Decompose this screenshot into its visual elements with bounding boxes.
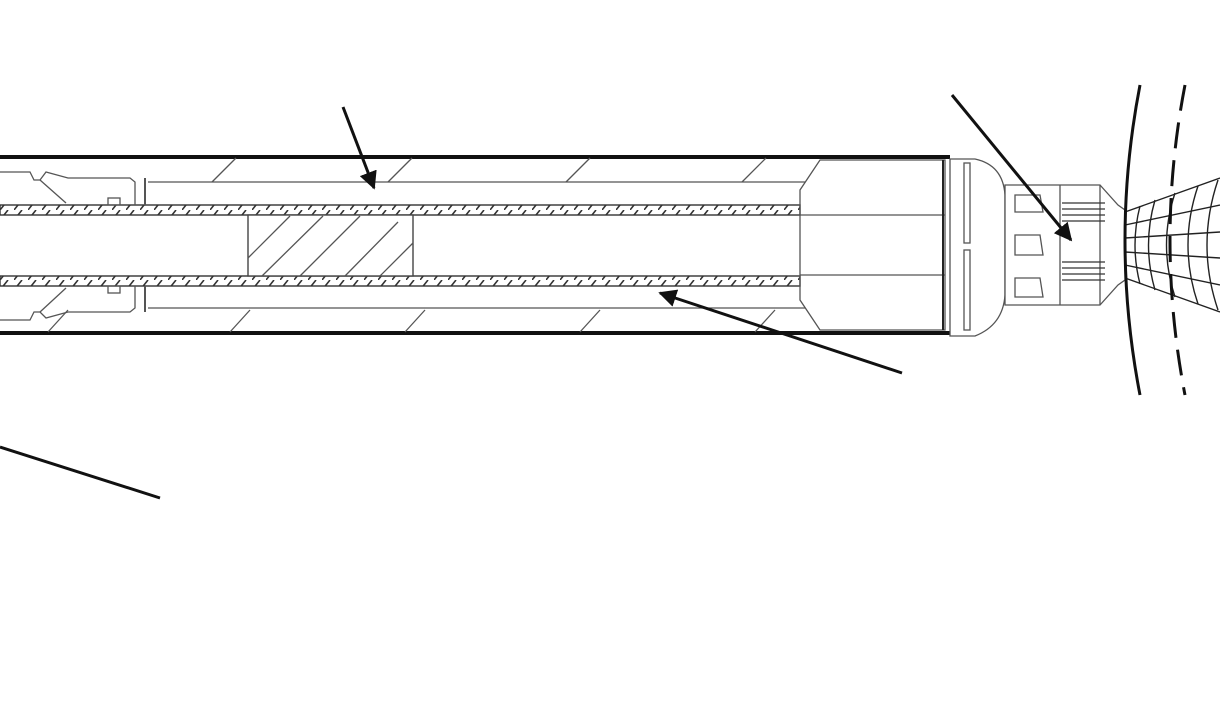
callout-arrow-pipe [658, 289, 903, 375]
wavefront-solid [1123, 84, 1142, 396]
inner-casing [148, 181, 805, 309]
callout-arrow-nozzle [950, 94, 1073, 242]
callout-arrow-inner-casing [341, 106, 377, 190]
hatched-plug [247, 214, 414, 277]
wavefront-dashed [1168, 84, 1187, 396]
end-body [799, 159, 946, 331]
end-cap [949, 158, 1006, 337]
outer-casing [0, 155, 950, 335]
nozzle [1004, 184, 1126, 306]
callout-line-left [0, 445, 161, 500]
left-fitting [0, 171, 146, 321]
